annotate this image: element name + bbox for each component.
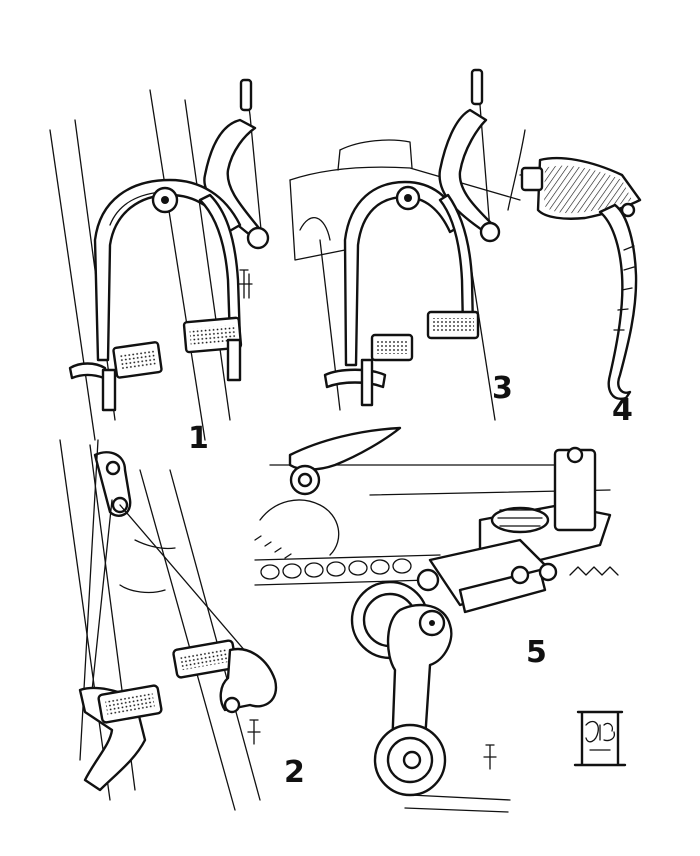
figure-number-4: 4 — [612, 393, 633, 428]
artist-signature — [573, 710, 627, 767]
figure-number-3: 3 — [492, 371, 513, 406]
figure-number-1: 1 — [188, 421, 209, 456]
figure-number-5: 5 — [526, 635, 547, 670]
figure-3-brake-on-fork: 3 — [289, 68, 521, 421]
figure-1-caliper-brake: 1 — [49, 78, 270, 456]
upper-chain-links — [260, 558, 412, 580]
figure-5-derailleur: 5 — [254, 426, 619, 813]
figure-2-cable-brake: 2 — [59, 439, 305, 811]
figure-number-2: 2 — [284, 755, 305, 790]
figure-4-brake-lever: 4 — [507, 129, 642, 428]
